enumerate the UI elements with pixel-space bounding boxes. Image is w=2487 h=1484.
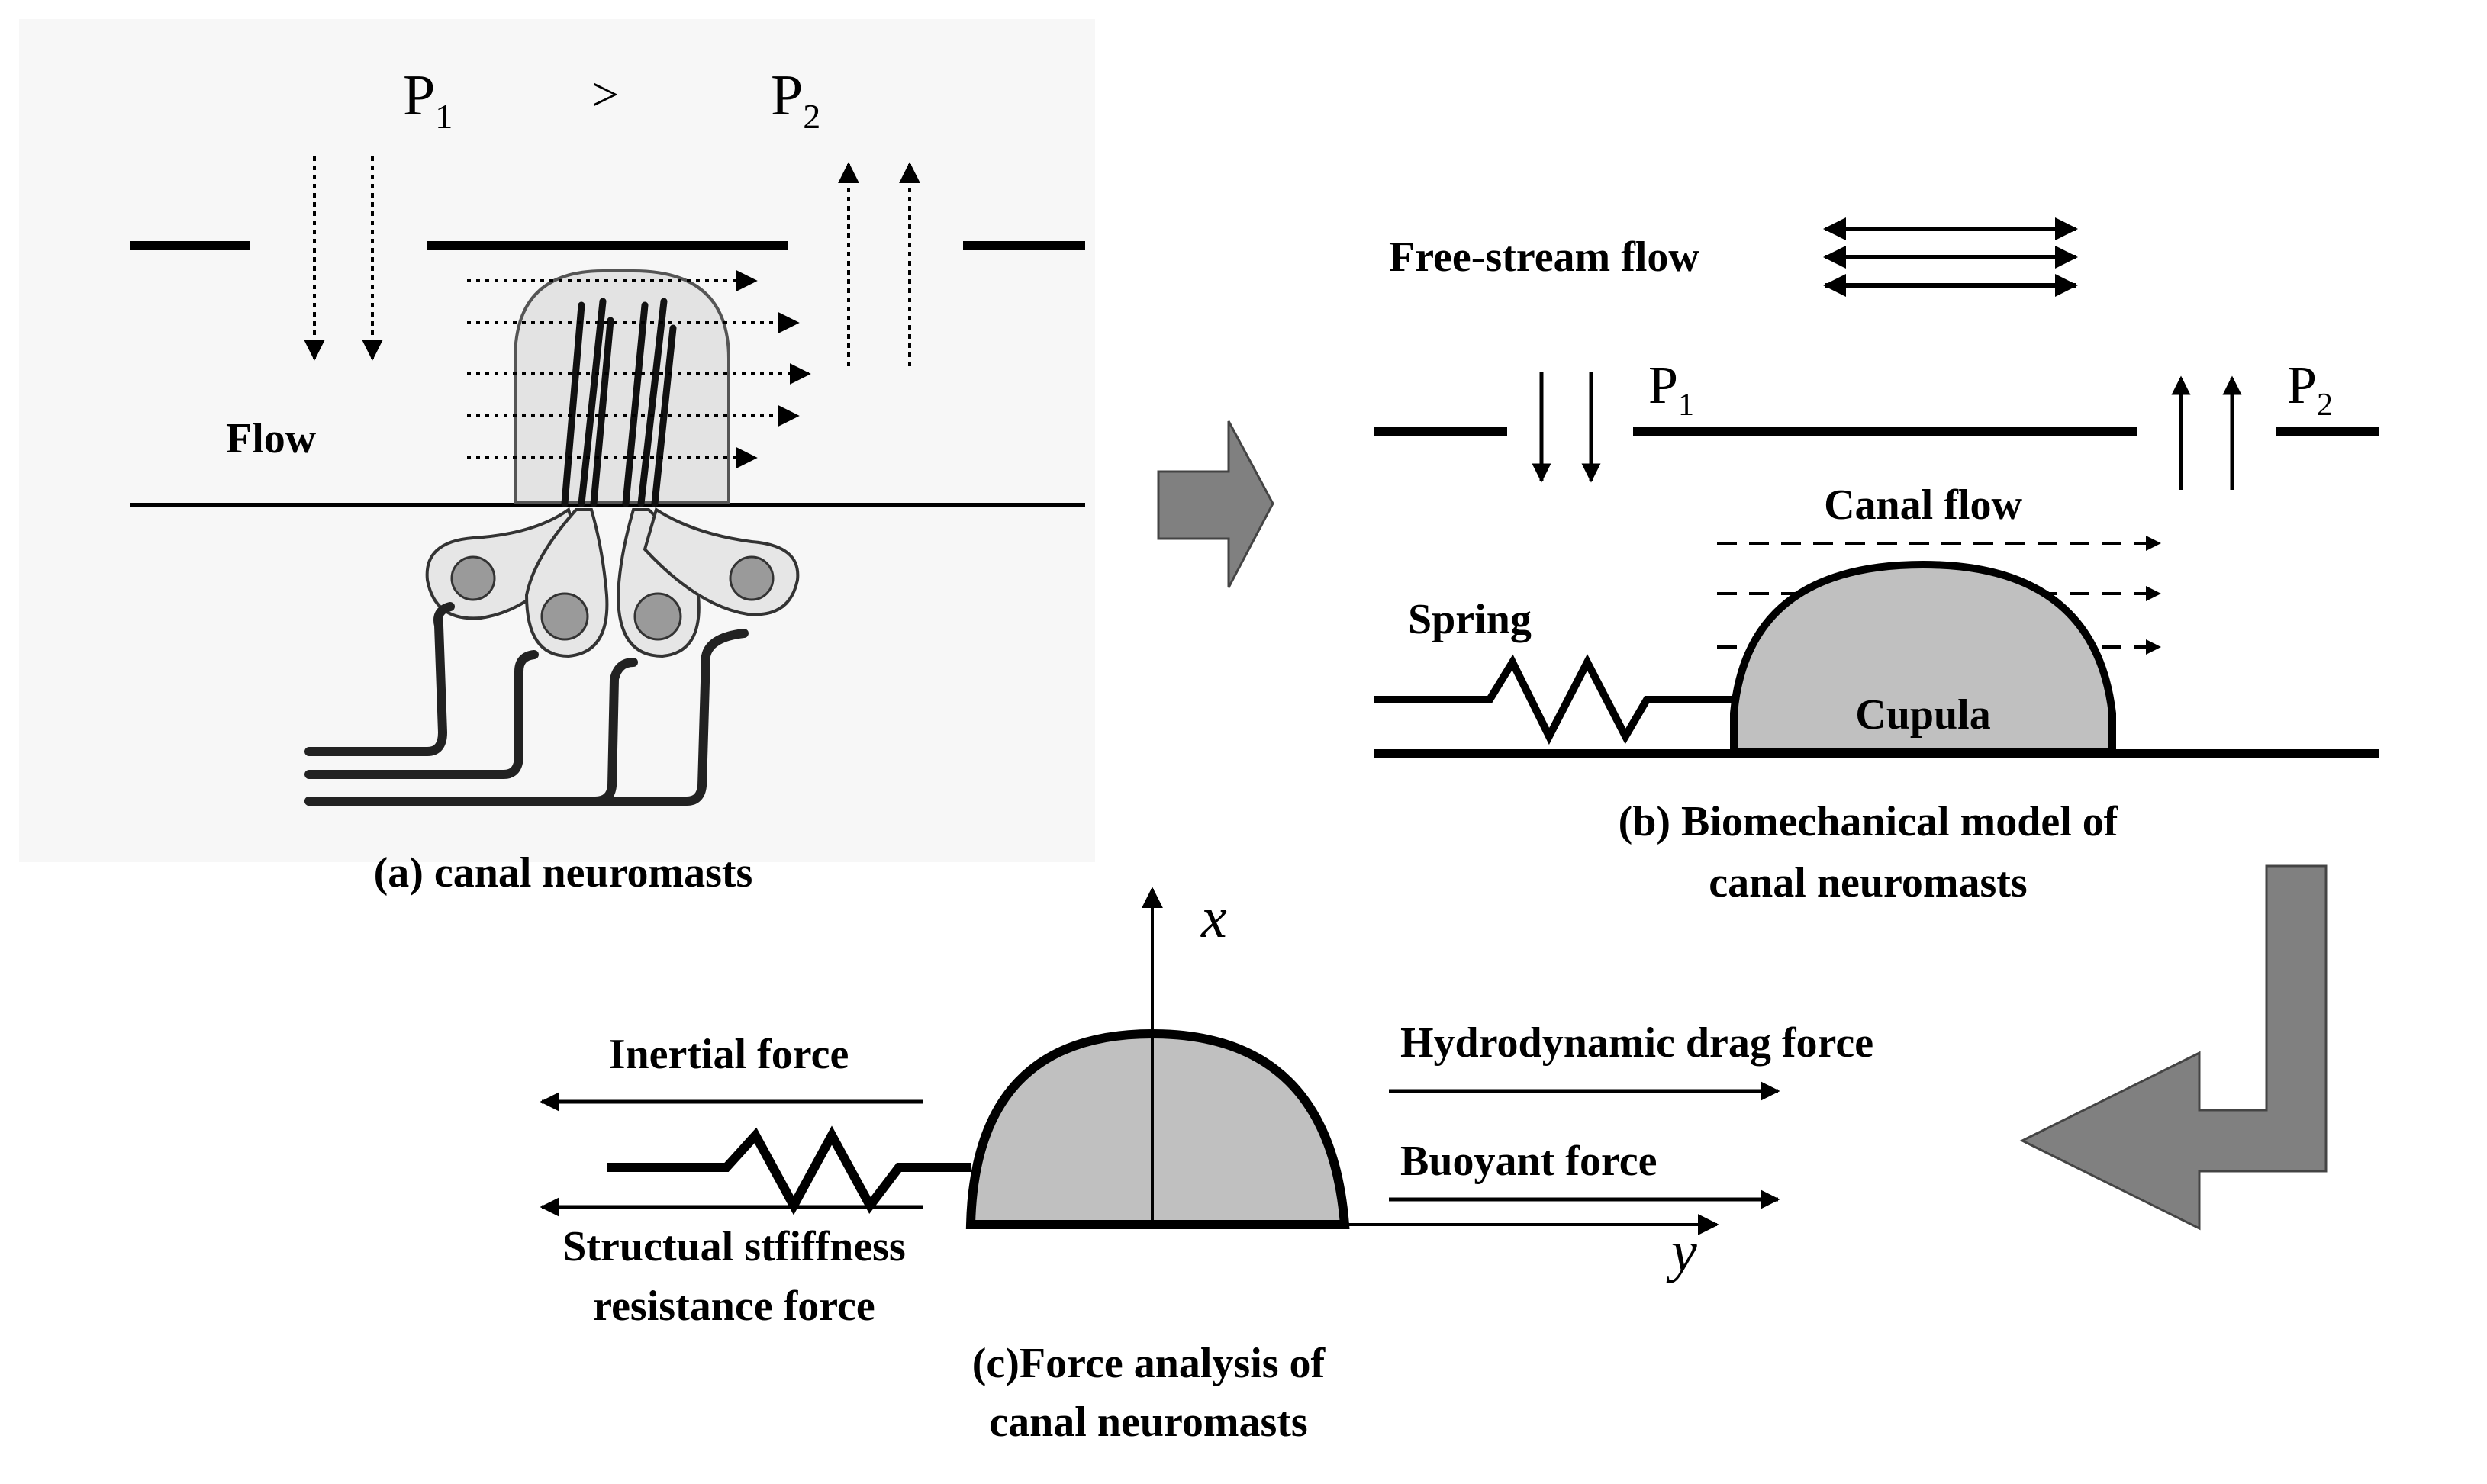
spring-force [607, 1125, 971, 1215]
drag-force-label: Hydrodynamic drag force [1400, 1019, 1873, 1067]
hair-cell-nucleus-4 [729, 555, 775, 601]
canal-flow-arrows-a [467, 270, 811, 468]
panel-b-p1: P1 [1648, 356, 1694, 423]
panel-a-p1: P1 [403, 63, 453, 136]
model-pressure-arrows [1532, 372, 2242, 490]
panel-b-caption-line1: (b) Biomechanical model of [1619, 798, 2119, 845]
panel-a-p2: P2 [771, 63, 820, 136]
x-axis-label: x [1200, 886, 1227, 950]
free-stream-label: Free-stream flow [1389, 233, 1699, 281]
process-arrow-bend [2019, 864, 2328, 1231]
free-stream-arrows [1823, 217, 2078, 297]
hair-cells [425, 507, 800, 658]
panel-a-greater-than: > [591, 67, 619, 121]
cupula-label: Cupula [1855, 691, 1990, 739]
stiffness-force-label-line2: resistance force [593, 1283, 875, 1330]
y-axis-label: y [1666, 1219, 1697, 1283]
panel-b-caption-line2: canal neuromasts [1709, 859, 2027, 906]
panel-c-caption-line1: (c)Force analysis of [972, 1340, 1326, 1387]
hair-bundles [561, 298, 677, 507]
hair-cell-nucleus-2 [540, 592, 589, 641]
buoyant-force-label: Buoyant force [1400, 1138, 1657, 1185]
cupula-force [965, 1028, 1350, 1229]
stiffness-force-label-line1: Structual stfiffness [562, 1223, 906, 1270]
hair-cell-nucleus-1 [450, 555, 496, 601]
nerve-fibers [304, 602, 749, 806]
hair-cell-nucleus-3 [633, 592, 682, 641]
cupula-a [514, 269, 730, 504]
spring-label: Spring [1408, 596, 1532, 643]
panel-a: P1 > P2 Flow (a) canal neuromasts [19, 19, 1095, 897]
inertial-force-label: Inertial force [609, 1031, 849, 1078]
panel-c-caption-line2: canal neuromasts [989, 1399, 1307, 1446]
panel-b-p2: P2 [2287, 356, 2333, 423]
spring-model [1374, 654, 1734, 745]
panel-a-flow-label: Flow [226, 415, 317, 462]
process-arrow-right [1157, 420, 1274, 588]
canal-flow-label: Canal flow [1824, 481, 2022, 529]
panel-c: x y Inertial force Structual stfiffness … [540, 886, 1873, 1446]
panel-a-caption: (a) canal neuromasts [374, 849, 753, 897]
panel-b: Free-stream flow P1 P2 Canal flow Cupul [1374, 217, 2379, 906]
cupula-model [1730, 560, 2116, 755]
